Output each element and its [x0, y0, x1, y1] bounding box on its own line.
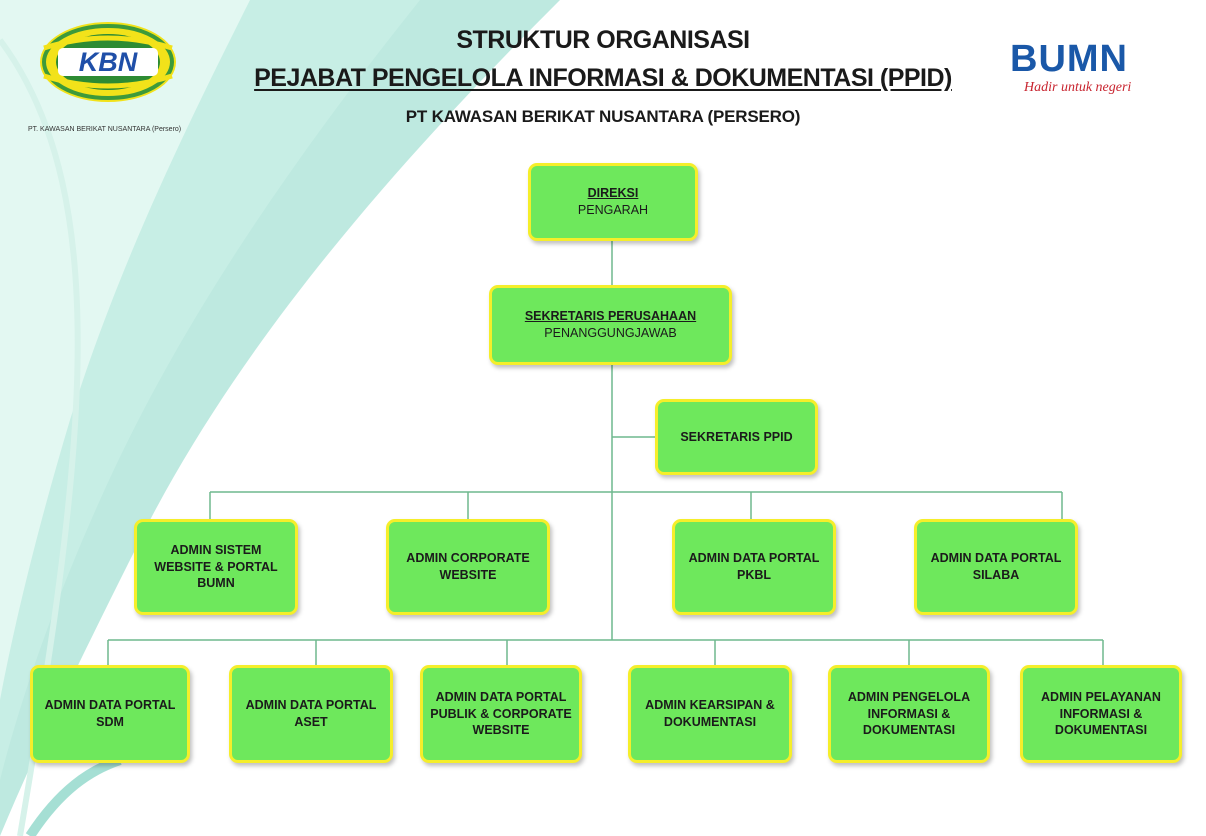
box-admin-data-portal-sdm: ADMIN DATA PORTAL SDM [30, 665, 190, 763]
admin-corporate-website-label: ADMIN CORPORATE WEBSITE [406, 551, 530, 582]
admin-sistem-website-label: ADMIN SISTEM WEBSITE & PORTAL BUMN [154, 542, 278, 591]
bumn-logo-text: BUMN [1010, 38, 1128, 80]
admin-data-portal-pkbl-label: ADMIN DATA PORTAL PKBL [688, 551, 820, 582]
sekper-title: SEKRETARIS PERUSAHAAN [524, 309, 697, 324]
box-admin-pelayanan-informasi: ADMIN PELAYANAN INFORMASI & DOKUMENTASI [1020, 665, 1182, 763]
box-admin-sistem-website: ADMIN SISTEM WEBSITE & PORTAL BUMN [134, 519, 298, 615]
box-admin-corporate-website: ADMIN CORPORATE WEBSITE [386, 519, 550, 615]
admin-data-portal-silaba-label: ADMIN DATA PORTAL SILABA [930, 551, 1062, 582]
box-admin-pengelola-informasi: ADMIN PENGELOLA INFORMASI & DOKUMENTASI [828, 665, 990, 763]
admin-kearsipan-label: ADMIN KEARSIPAN & DOKUMENTASI [645, 698, 775, 729]
box-admin-kearsipan: ADMIN KEARSIPAN & DOKUMENTASI [628, 665, 792, 763]
admin-data-portal-aset-label: ADMIN DATA PORTAL ASET [245, 698, 377, 729]
kbn-logo-text: KBN [79, 47, 138, 77]
box-direksi: DIREKSI PENGARAH [528, 163, 698, 241]
box-admin-data-portal-silaba: ADMIN DATA PORTAL SILABA [914, 519, 1078, 615]
bumn-logo: BUMN Hadir untuk negeri [1010, 38, 1185, 108]
box-sekretaris-perusahaan: SEKRETARIS PERUSAHAAN PENANGGUNGJAWAB [489, 285, 732, 365]
admin-pengelola-informasi-label: ADMIN PENGELOLA INFORMASI & DOKUMENTASI [847, 689, 971, 738]
direksi-title: DIREKSI [587, 186, 639, 201]
box-admin-data-portal-pkbl: ADMIN DATA PORTAL PKBL [672, 519, 836, 615]
admin-pelayanan-informasi-label: ADMIN PELAYANAN INFORMASI & DOKUMENTASI [1041, 689, 1161, 738]
kbn-caption: PT. KAWASAN BERIKAT NUSANTARA (Persero) [28, 126, 182, 133]
bumn-tagline: Hadir untuk negeri [1024, 80, 1132, 95]
sekretaris-ppid-label: SEKRETARIS PPID [680, 429, 793, 444]
box-admin-data-portal-aset: ADMIN DATA PORTAL ASET [229, 665, 393, 763]
box-admin-data-portal-publik: ADMIN DATA PORTAL PUBLIK & CORPORATE WEB… [420, 665, 582, 763]
sekper-role: PENANGGUNGJAWAB [544, 326, 677, 340]
page-title: STRUKTUR ORGANISASI [456, 26, 750, 54]
admin-data-portal-publik-label: ADMIN DATA PORTAL PUBLIK & CORPORATE WEB… [430, 689, 572, 738]
box-sekretaris-ppid: SEKRETARIS PPID [655, 399, 818, 475]
company-name: PT KAWASAN BERIKAT NUSANTARA (PERSERO) [405, 107, 801, 126]
kbn-logo: KBN [40, 22, 176, 102]
direksi-role: PENGARAH [577, 203, 649, 217]
page-subtitle: PEJABAT PENGELOLA INFORMASI & DOKUMENTAS… [254, 64, 952, 92]
admin-data-portal-sdm-label: ADMIN DATA PORTAL SDM [44, 698, 176, 729]
